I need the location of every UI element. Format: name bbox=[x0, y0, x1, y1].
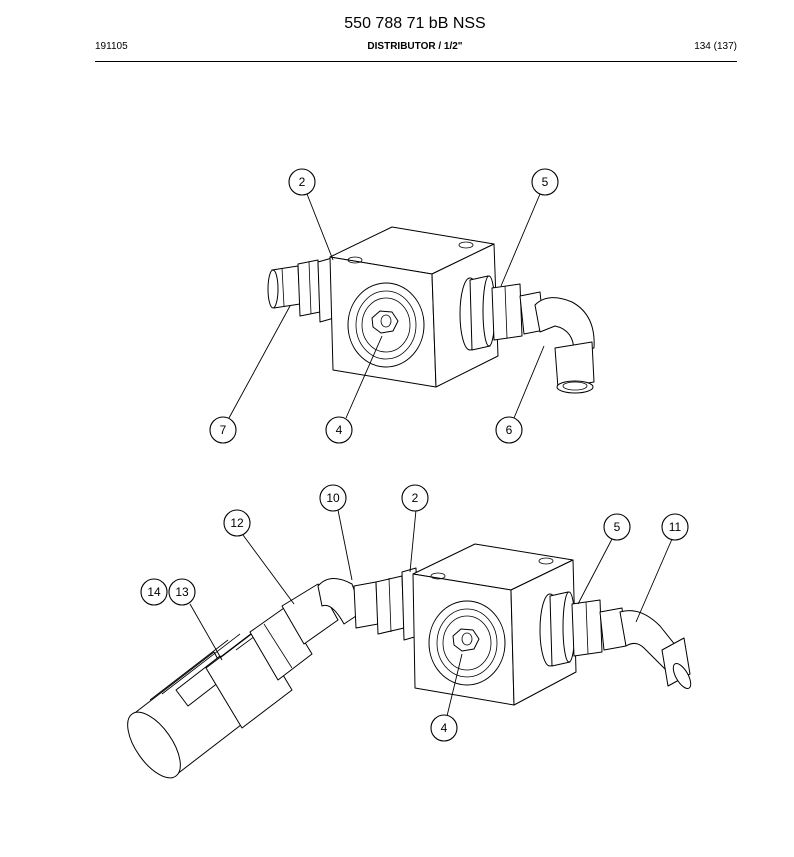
svg-text:14: 14 bbox=[147, 585, 161, 599]
svg-text:2: 2 bbox=[412, 491, 419, 505]
quick-coupling-part bbox=[127, 583, 339, 779]
callout-14: 14 bbox=[140, 578, 168, 606]
callout-2-bottom: 2 bbox=[401, 484, 429, 512]
document-code: 191105 bbox=[95, 41, 128, 52]
page-number: 134 (137) bbox=[694, 41, 737, 52]
top-distributor-assembly: 2 5 7 4 6 bbox=[209, 168, 595, 444]
section-title: DISTRIBUTOR / 1/2" bbox=[367, 41, 463, 52]
svg-text:4: 4 bbox=[441, 721, 448, 735]
callout-4-top: 4 bbox=[325, 416, 353, 444]
svg-text:11: 11 bbox=[669, 520, 682, 534]
top-plug-part bbox=[267, 257, 335, 323]
svg-text:13: 13 bbox=[175, 585, 189, 599]
header-rule bbox=[95, 61, 737, 62]
callout-4-bottom: 4 bbox=[430, 714, 458, 742]
svg-text:6: 6 bbox=[506, 423, 513, 437]
callout-13: 13 bbox=[168, 578, 196, 606]
svg-text:4: 4 bbox=[336, 423, 343, 437]
svg-text:10: 10 bbox=[326, 491, 340, 505]
callout-12: 12 bbox=[223, 509, 251, 537]
callout-6: 6 bbox=[495, 416, 523, 444]
svg-text:5: 5 bbox=[614, 520, 621, 534]
callout-5-top: 5 bbox=[531, 168, 559, 196]
top-elbow-fitting bbox=[459, 275, 595, 394]
callout-2-top: 2 bbox=[288, 168, 316, 196]
bottom-elbow-fitting bbox=[317, 567, 419, 641]
bottom-right-fitting bbox=[539, 591, 692, 689]
svg-text:2: 2 bbox=[299, 175, 306, 189]
document-title: 550 788 71 bB NSS bbox=[344, 15, 486, 32]
callout-5-bottom: 5 bbox=[603, 513, 631, 541]
callout-10: 10 bbox=[319, 484, 347, 512]
bottom-distributor-assembly: 10 2 12 5 11 14 13 4 bbox=[127, 484, 692, 779]
callout-11: 11 bbox=[661, 513, 689, 541]
svg-text:5: 5 bbox=[542, 175, 549, 189]
svg-text:12: 12 bbox=[230, 516, 244, 530]
svg-text:7: 7 bbox=[220, 423, 227, 437]
callout-7: 7 bbox=[209, 416, 237, 444]
